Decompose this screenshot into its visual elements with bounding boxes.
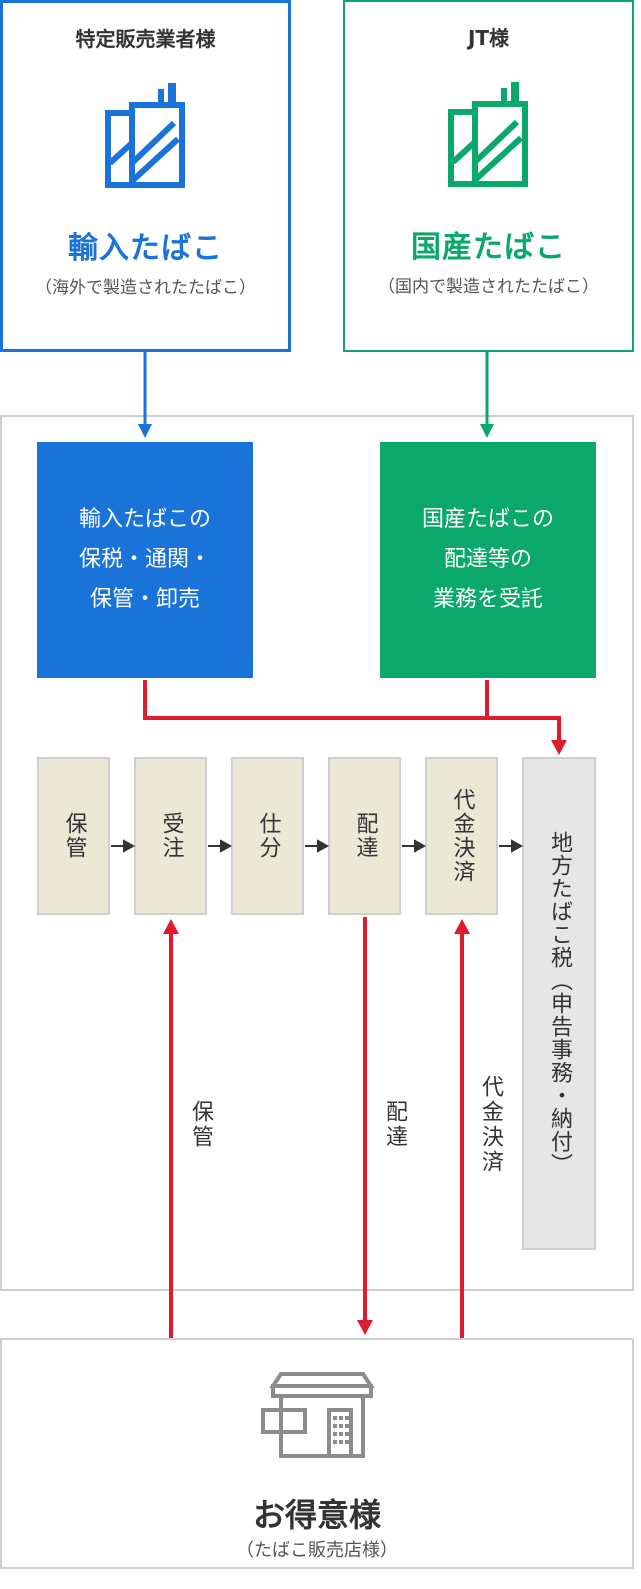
arrow-head: [357, 1320, 373, 1335]
step-label: 受注: [158, 812, 184, 860]
step-label: 仕分: [255, 812, 281, 860]
step-label: 保管: [61, 812, 87, 860]
importer-name: 輸入たばこ: [68, 231, 223, 266]
flow-label-storage: 保管: [184, 1100, 216, 1154]
import-service-text: 輸入たばこの 保税・通関・ 保管・卸売: [78, 507, 211, 612]
flow-label-delivery: 配達: [378, 1100, 410, 1154]
local-tax-box: 地方たばこ税（申告事務・納付）: [522, 757, 596, 1250]
step-sorting: 仕分: [231, 757, 304, 915]
arrow-head: [551, 740, 567, 755]
jt-name: 国産たばこ: [411, 230, 566, 265]
arrow-head: [317, 839, 330, 853]
importer-title: 特定販売業者様: [75, 27, 216, 51]
step-delivery: 配達: [328, 757, 401, 915]
arrow-head: [163, 919, 179, 934]
step-order: 受注: [134, 757, 207, 915]
domestic-service-text: 国産たばこの 配達等の 業務を受託: [421, 507, 554, 612]
customer-box: お得意様 （たばこ販売店様）: [0, 1338, 634, 1569]
cigarette-pack-icon: [104, 83, 185, 188]
import-service-box: 輸入たばこの 保税・通関・ 保管・卸売: [37, 442, 253, 678]
arrow-head: [454, 919, 470, 934]
step-label: 配達: [352, 812, 378, 860]
arrow-head: [123, 839, 136, 853]
flow-label-payment: 代金決済: [474, 1075, 506, 1179]
step-storage: 保管: [37, 757, 110, 915]
local-tax-label: 地方たばこ税（申告事務・納付）: [547, 831, 572, 1176]
store-icon: [261, 1372, 375, 1458]
customer-desc: （たばこ販売店様）: [236, 1540, 398, 1561]
importer-box: 特定販売業者様 輸入たばこ （海外で製造されたたばこ）: [0, 0, 291, 352]
domestic-service-box: 国産たばこの 配達等の 業務を受託: [380, 442, 596, 678]
importer-desc: （海外で製造されたたばこ）: [35, 278, 256, 298]
jt-box: JT様 国産たばこ （国内で製造されたたばこ）: [343, 0, 634, 352]
jt-desc: （国内で製造されたたばこ）: [378, 277, 599, 297]
arrow-head: [220, 839, 233, 853]
step-payment: 代金決済: [425, 757, 498, 915]
jt-title: JT様: [467, 26, 510, 50]
step-label: 代金決済: [449, 788, 475, 884]
flow-label-text: 配達: [382, 1100, 407, 1150]
arrow-head: [414, 839, 427, 853]
customer-title: お得意様: [252, 1496, 381, 1534]
cigarette-pack-icon: [447, 82, 528, 187]
arrow-head: [480, 424, 494, 438]
arrow-head: [511, 839, 524, 853]
arrow-to-tax: [143, 680, 561, 742]
flow-label-text: 代金決済: [478, 1075, 503, 1175]
arrow-head: [138, 424, 152, 438]
flow-label-text: 保管: [188, 1100, 213, 1150]
